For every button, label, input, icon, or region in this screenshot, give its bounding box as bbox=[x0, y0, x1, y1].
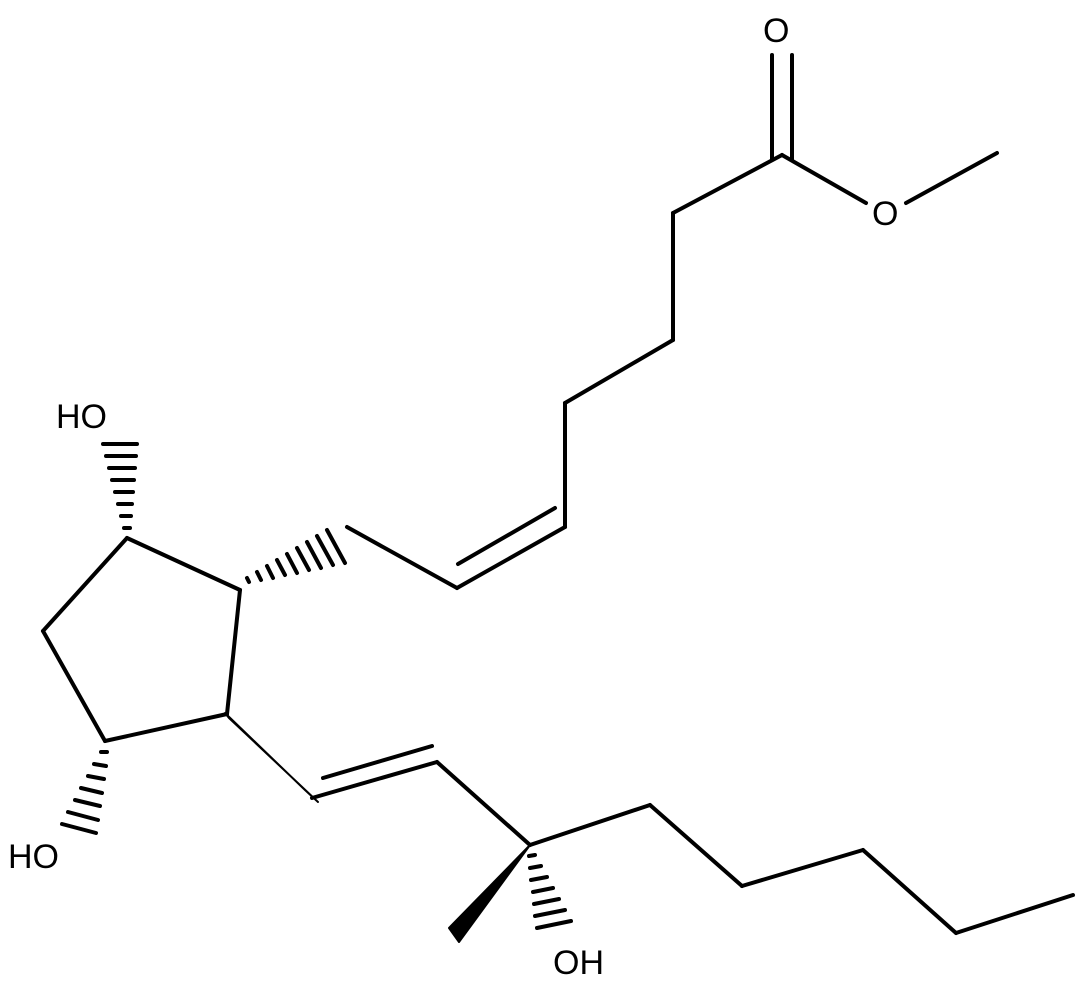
bond-c18-c19 bbox=[861, 848, 958, 935]
hashed-wedge-upper-chain bbox=[245, 528, 347, 584]
trans-double-bond-a bbox=[310, 760, 439, 800]
ring-bond-3 bbox=[103, 712, 229, 743]
cis-double-bond-a bbox=[455, 525, 567, 590]
bond-o-methyl bbox=[904, 151, 999, 205]
ring-bond-4 bbox=[41, 629, 107, 743]
bond-c1-c2 bbox=[671, 153, 784, 215]
ring-bond-2 bbox=[225, 588, 242, 716]
bond-c14-c15 bbox=[435, 760, 532, 847]
bond-c3-c4 bbox=[563, 338, 675, 405]
ring-hydroxyl-bottom-label: HO bbox=[8, 838, 59, 876]
side-chain-hydroxyl-label: OH bbox=[553, 944, 604, 982]
ring-bond-5 bbox=[41, 536, 129, 633]
bond-c1-o-ester bbox=[780, 153, 868, 205]
bond-c17-c18 bbox=[740, 848, 865, 888]
hashed-wedge-side-chain-oh bbox=[527, 853, 573, 930]
ester-chain bbox=[345, 53, 999, 590]
cyclopentane-ring bbox=[41, 536, 242, 743]
ester-oxygen-label: O bbox=[872, 195, 898, 233]
solid-wedge-methyl bbox=[448, 844, 531, 943]
ring-hydroxyl-top-label: HO bbox=[56, 398, 107, 436]
solid-wedge-lower-chain bbox=[224, 712, 319, 803]
trans-double-bond-b bbox=[321, 744, 434, 780]
bond-c16-c17 bbox=[648, 803, 744, 888]
hashed-wedge-top-oh bbox=[101, 442, 139, 530]
carbonyl-oxygen-label: O bbox=[763, 12, 789, 50]
ring-bond-1 bbox=[125, 536, 242, 592]
hashed-wedge-bottom-oh bbox=[60, 750, 109, 835]
cis-double-bond-b bbox=[456, 506, 557, 566]
bond-c19-c20 bbox=[954, 893, 1075, 935]
lower-chain bbox=[310, 744, 1075, 935]
bond-c15-c16 bbox=[528, 803, 652, 847]
bond-c6-c7 bbox=[345, 525, 459, 590]
